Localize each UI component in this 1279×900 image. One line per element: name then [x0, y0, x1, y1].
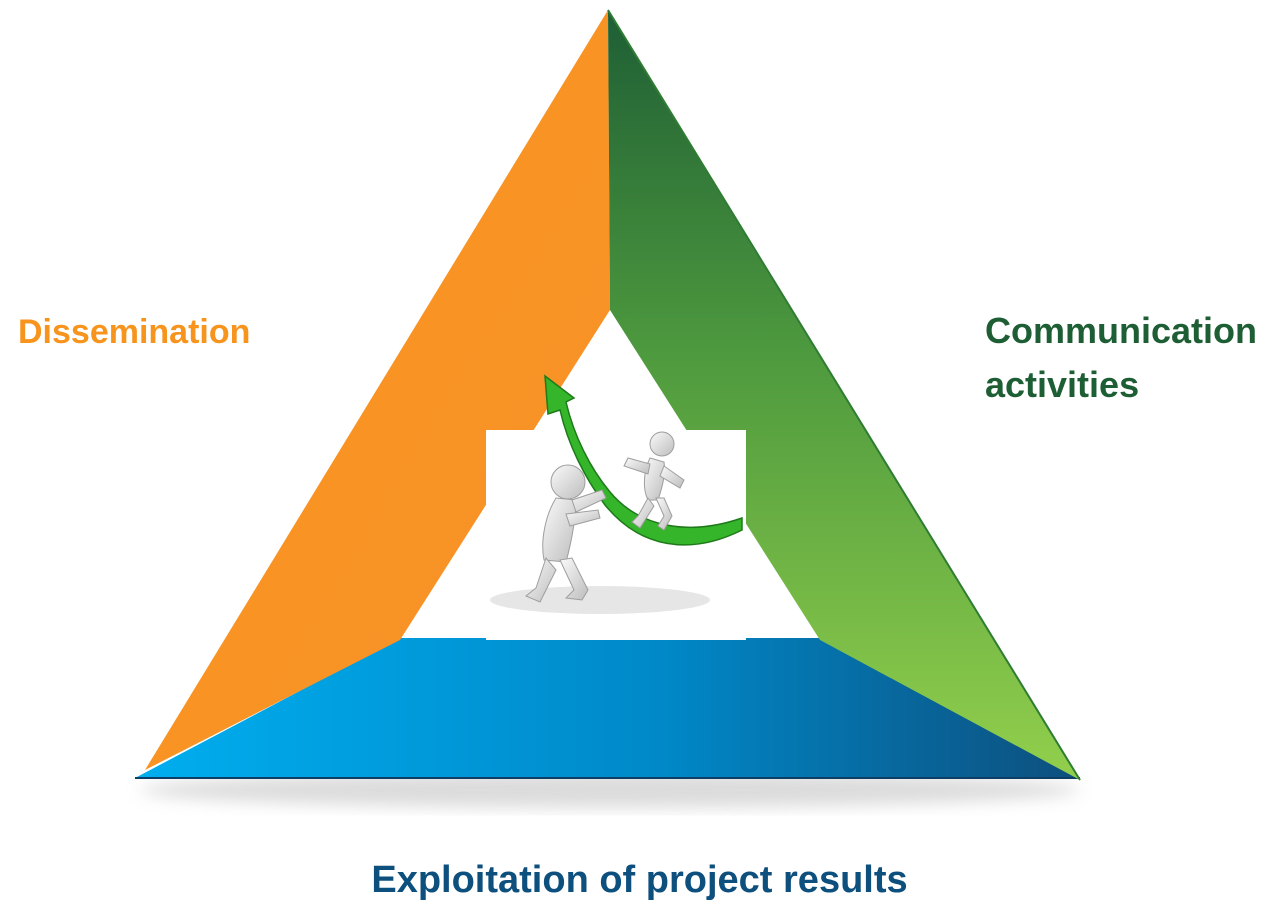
growth-arrow-icon — [544, 374, 743, 546]
dissemination-label: Dissemination — [18, 313, 251, 351]
communication-band-edge — [607, 9, 1081, 781]
triangle-shadow — [140, 772, 1080, 808]
dissemination-band — [145, 10, 610, 770]
exploitation-band — [135, 638, 1080, 778]
communication-label: Communication activities — [985, 304, 1257, 412]
communication-label-line2: activities — [985, 364, 1140, 405]
people-climbing-growth-arrow-icon — [486, 374, 746, 640]
communication-label-line1: Communication — [985, 310, 1258, 351]
running-person-icon — [623, 431, 685, 531]
exploitation-label: Exploitation of project results — [371, 859, 908, 900]
pushing-person-icon — [525, 464, 607, 603]
illustration-floor-shadow — [490, 586, 710, 614]
